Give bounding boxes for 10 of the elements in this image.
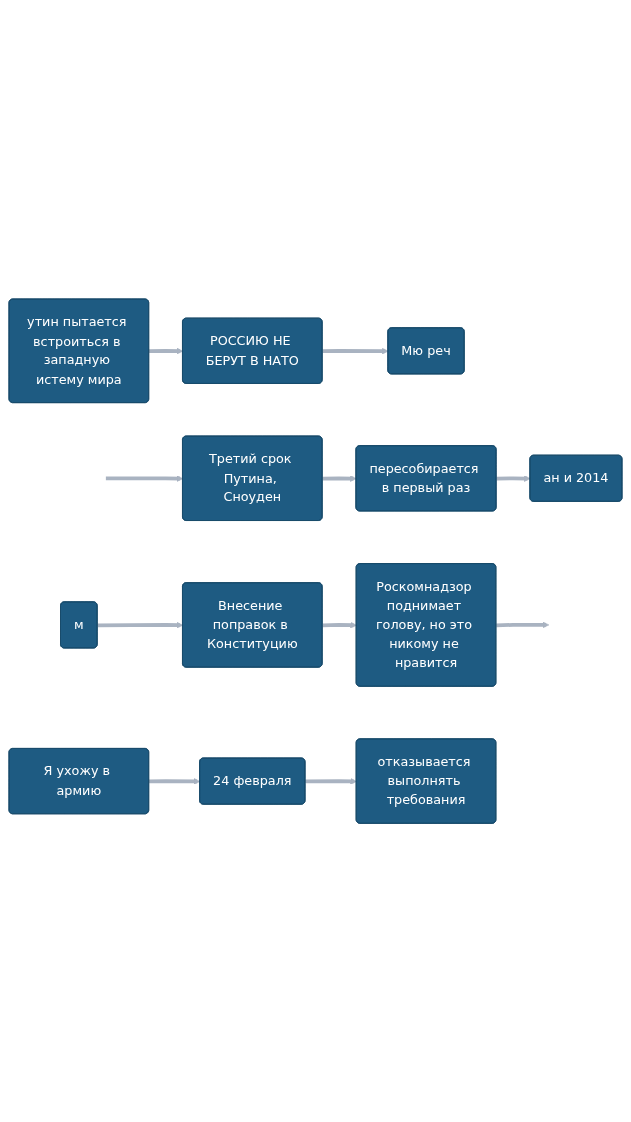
arrow (322, 475, 357, 482)
arrow (149, 347, 184, 355)
arrow (322, 347, 389, 355)
arrow (496, 621, 550, 629)
arrow (496, 475, 531, 482)
arrow (322, 621, 357, 629)
arrow (149, 777, 201, 785)
arrow (305, 777, 357, 785)
arrow (97, 621, 184, 629)
arrow (105, 475, 184, 482)
